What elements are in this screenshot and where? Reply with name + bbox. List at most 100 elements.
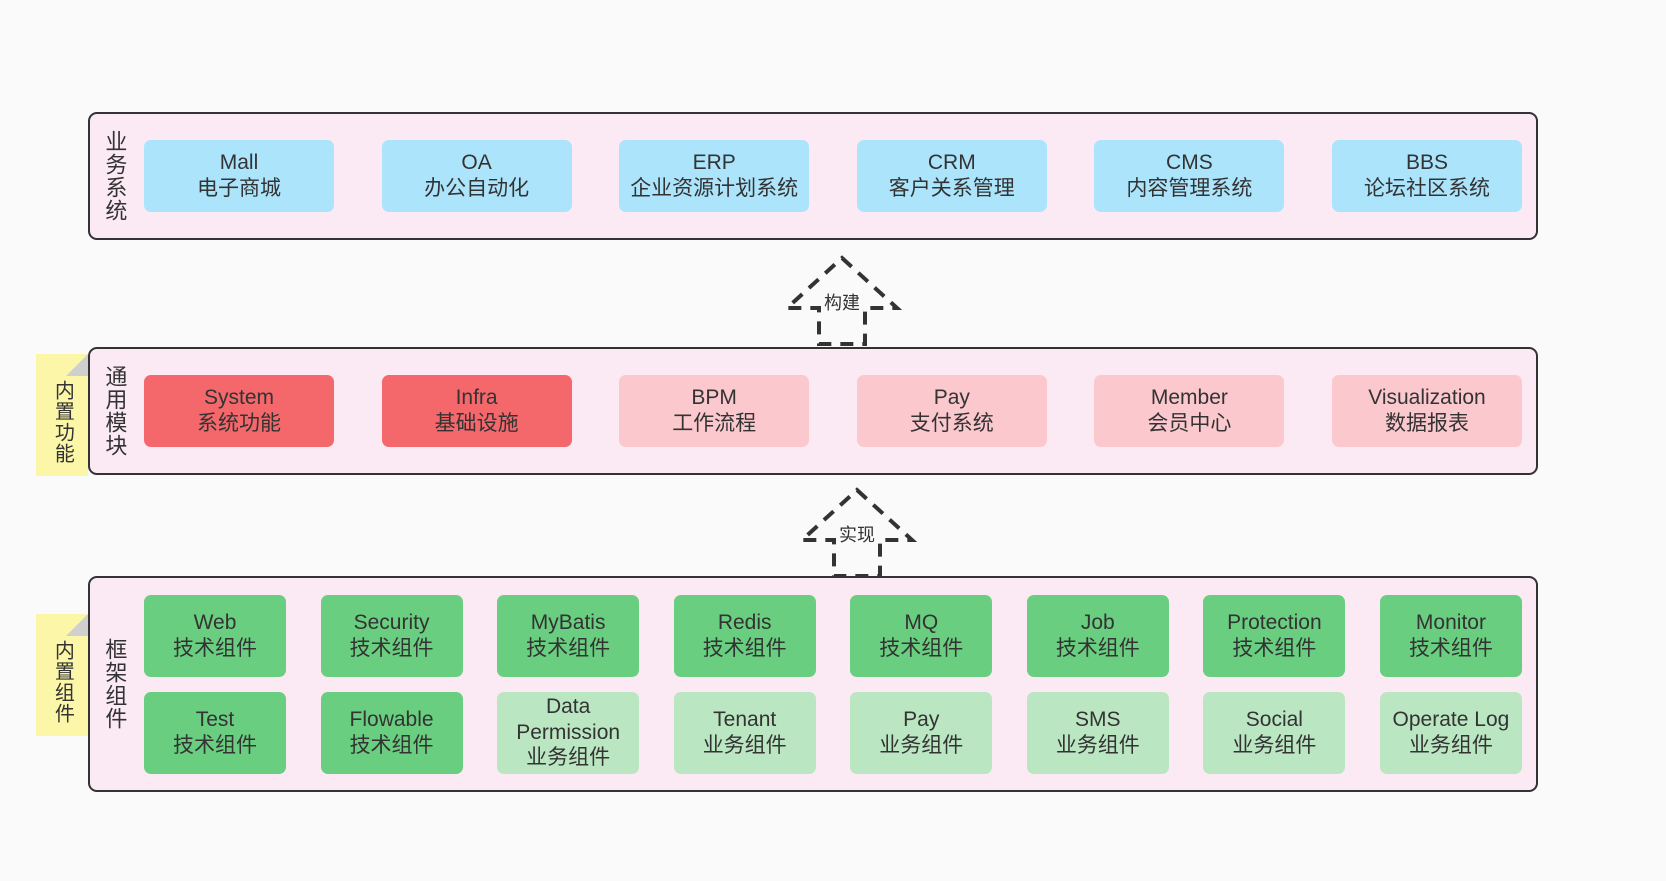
module-label-en: Mall bbox=[219, 151, 259, 175]
component-label-cn: 技术组件 bbox=[1408, 636, 1493, 660]
component-box-mq[interactable]: MQ 技术组件 bbox=[850, 594, 993, 677]
component-label-en: Security bbox=[353, 610, 430, 634]
module-label-en: BBS bbox=[1405, 151, 1448, 175]
layer-row: Mall 电子商城 OA 办公自动化 ERP 企业资源计划系统 CRM 客户关系… bbox=[144, 140, 1522, 212]
layer-body-common: System 系统功能 Infra 基础设施 BPM 工作流程 Pay 支付系统… bbox=[138, 349, 1536, 473]
note-label: 内置组件 bbox=[51, 640, 74, 724]
component-label-en: Pay bbox=[903, 707, 940, 731]
note-label: 内置功能 bbox=[51, 380, 74, 464]
component-box-flowable[interactable]: Flowable 技术组件 bbox=[320, 691, 463, 774]
component-label-cn: 技术组件 bbox=[173, 636, 257, 660]
component-box-operate-log[interactable]: Operate Log 业务组件 bbox=[1379, 691, 1522, 774]
component-label-cn: 业务组件 bbox=[1055, 733, 1140, 757]
module-label-en: Infra bbox=[455, 386, 498, 410]
module-box-crm[interactable]: CRM 客户关系管理 bbox=[856, 140, 1047, 212]
component-label-en: Monitor bbox=[1415, 610, 1486, 634]
module-label-cn: 客户关系管理 bbox=[888, 177, 1015, 200]
component-label-cn: 业务组件 bbox=[1232, 733, 1317, 757]
layer-body-business: Mall 电子商城 OA 办公自动化 ERP 企业资源计划系统 CRM 客户关系… bbox=[138, 114, 1536, 238]
module-label-cn: 工作流程 bbox=[672, 412, 757, 435]
component-label-cn: 技术组件 bbox=[1232, 636, 1317, 660]
module-label-en: CRM bbox=[927, 151, 976, 175]
component-box-sms[interactable]: SMS 业务组件 bbox=[1026, 691, 1169, 774]
note-builtin-function: 内置功能 bbox=[36, 354, 88, 476]
component-label-en: Protection bbox=[1227, 610, 1322, 634]
layer-business-systems: 业务系统 Mall 电子商城 OA 办公自动化 ERP 企业资源计划系统 CRM… bbox=[88, 112, 1538, 240]
generalization-arrow-build: 构建 bbox=[757, 252, 927, 348]
component-label-cn: 技术组件 bbox=[702, 636, 787, 660]
component-label-en: Test bbox=[195, 707, 235, 731]
component-label-cn: 技术组件 bbox=[173, 733, 257, 757]
layer-body-framework: Web 技术组件 Security 技术组件 MyBatis 技术组件 Redi… bbox=[138, 578, 1536, 790]
component-box-job[interactable]: Job 技术组件 bbox=[1026, 594, 1169, 677]
component-box-pay[interactable]: Pay 业务组件 bbox=[850, 691, 993, 774]
module-label-cn: 支付系统 bbox=[909, 412, 994, 435]
generalization-arrow-realize: 实现 bbox=[772, 484, 942, 580]
component-box-mybatis[interactable]: MyBatis 技术组件 bbox=[497, 594, 640, 677]
module-box-member[interactable]: Member 会员中心 bbox=[1094, 375, 1285, 447]
module-label-en: OA bbox=[461, 151, 492, 175]
component-box-redis[interactable]: Redis 技术组件 bbox=[673, 594, 816, 677]
module-box-infra[interactable]: Infra 基础设施 bbox=[381, 375, 572, 447]
module-box-mall[interactable]: Mall 电子商城 bbox=[144, 140, 334, 212]
module-box-cms[interactable]: CMS 内容管理系统 bbox=[1094, 140, 1285, 212]
module-label-cn: 数据报表 bbox=[1384, 412, 1469, 435]
module-label-en: Pay bbox=[933, 386, 970, 410]
layer-title-common: 通用模块 bbox=[102, 365, 128, 457]
component-label-en: MQ bbox=[904, 610, 939, 634]
component-label-cn: 业务组件 bbox=[702, 733, 787, 757]
component-label-cn: 技术组件 bbox=[526, 636, 611, 660]
module-box-system[interactable]: System 系统功能 bbox=[144, 375, 334, 447]
component-box-tenant[interactable]: Tenant 业务组件 bbox=[673, 691, 816, 774]
module-label-cn: 系统功能 bbox=[197, 412, 281, 435]
note-builtin-component: 内置组件 bbox=[36, 614, 88, 736]
component-label-cn: 技术组件 bbox=[879, 636, 964, 660]
module-label-en: Visualization bbox=[1368, 386, 1486, 410]
component-label-cn: 业务组件 bbox=[1408, 733, 1493, 757]
module-label-cn: 论坛社区系统 bbox=[1363, 177, 1490, 200]
layer-framework-components: 框架组件 Web 技术组件 Security 技术组件 MyBatis 技术组件… bbox=[88, 576, 1538, 792]
component-box-web[interactable]: Web 技术组件 bbox=[144, 594, 286, 677]
component-label-en: SMS bbox=[1075, 707, 1121, 731]
module-label-cn: 内容管理系统 bbox=[1126, 177, 1253, 200]
component-label-en: Data Permission bbox=[516, 695, 621, 744]
module-label-cn: 基础设施 bbox=[434, 412, 519, 435]
component-label-en: Flowable bbox=[349, 707, 434, 731]
component-box-monitor[interactable]: Monitor 技术组件 bbox=[1379, 594, 1522, 677]
module-box-bbs[interactable]: BBS 论坛社区系统 bbox=[1331, 140, 1522, 212]
component-label-cn: 业务组件 bbox=[879, 733, 964, 757]
module-box-erp[interactable]: ERP 企业资源计划系统 bbox=[619, 140, 810, 212]
component-label-en: Job bbox=[1080, 610, 1115, 634]
component-box-social[interactable]: Social 业务组件 bbox=[1203, 691, 1346, 774]
component-box-security[interactable]: Security 技术组件 bbox=[320, 594, 463, 677]
component-label-en: MyBatis bbox=[530, 610, 606, 634]
module-label-en: System bbox=[203, 386, 274, 410]
component-label-cn: 业务组件 bbox=[526, 746, 611, 770]
module-label-en: CMS bbox=[1166, 151, 1213, 175]
component-label-en: Social bbox=[1245, 707, 1303, 731]
module-box-pay[interactable]: Pay 支付系统 bbox=[856, 375, 1047, 447]
module-box-oa[interactable]: OA 办公自动化 bbox=[381, 140, 572, 212]
module-label-en: BPM bbox=[691, 386, 737, 410]
component-label-en: Redis bbox=[717, 610, 772, 634]
module-label-en: ERP bbox=[692, 151, 736, 175]
component-label-cn: 技术组件 bbox=[349, 733, 434, 757]
component-label-en: Web bbox=[193, 610, 237, 634]
layer-common-modules: 通用模块 System 系统功能 Infra 基础设施 BPM 工作流程 Pay… bbox=[88, 347, 1538, 475]
layer-title-business: 业务系统 bbox=[102, 130, 128, 222]
component-box-test[interactable]: Test 技术组件 bbox=[144, 691, 286, 774]
layer-title-framework: 框架组件 bbox=[102, 638, 128, 730]
layer-row: Web 技术组件 Security 技术组件 MyBatis 技术组件 Redi… bbox=[144, 594, 1522, 677]
module-label-cn: 会员中心 bbox=[1147, 412, 1232, 435]
layer-row: System 系统功能 Infra 基础设施 BPM 工作流程 Pay 支付系统… bbox=[144, 375, 1522, 447]
module-label-en: Member bbox=[1150, 386, 1228, 410]
module-label-cn: 办公自动化 bbox=[424, 177, 530, 200]
component-label-cn: 技术组件 bbox=[1055, 636, 1140, 660]
component-box-protection[interactable]: Protection 技术组件 bbox=[1203, 594, 1346, 677]
component-label-en: Operate Log bbox=[1392, 707, 1510, 731]
component-box-data-permission[interactable]: Data Permission 业务组件 bbox=[497, 691, 640, 774]
module-box-bpm[interactable]: BPM 工作流程 bbox=[619, 375, 810, 447]
module-box-visualization[interactable]: Visualization 数据报表 bbox=[1331, 375, 1522, 447]
component-label-en: Tenant bbox=[713, 707, 777, 731]
